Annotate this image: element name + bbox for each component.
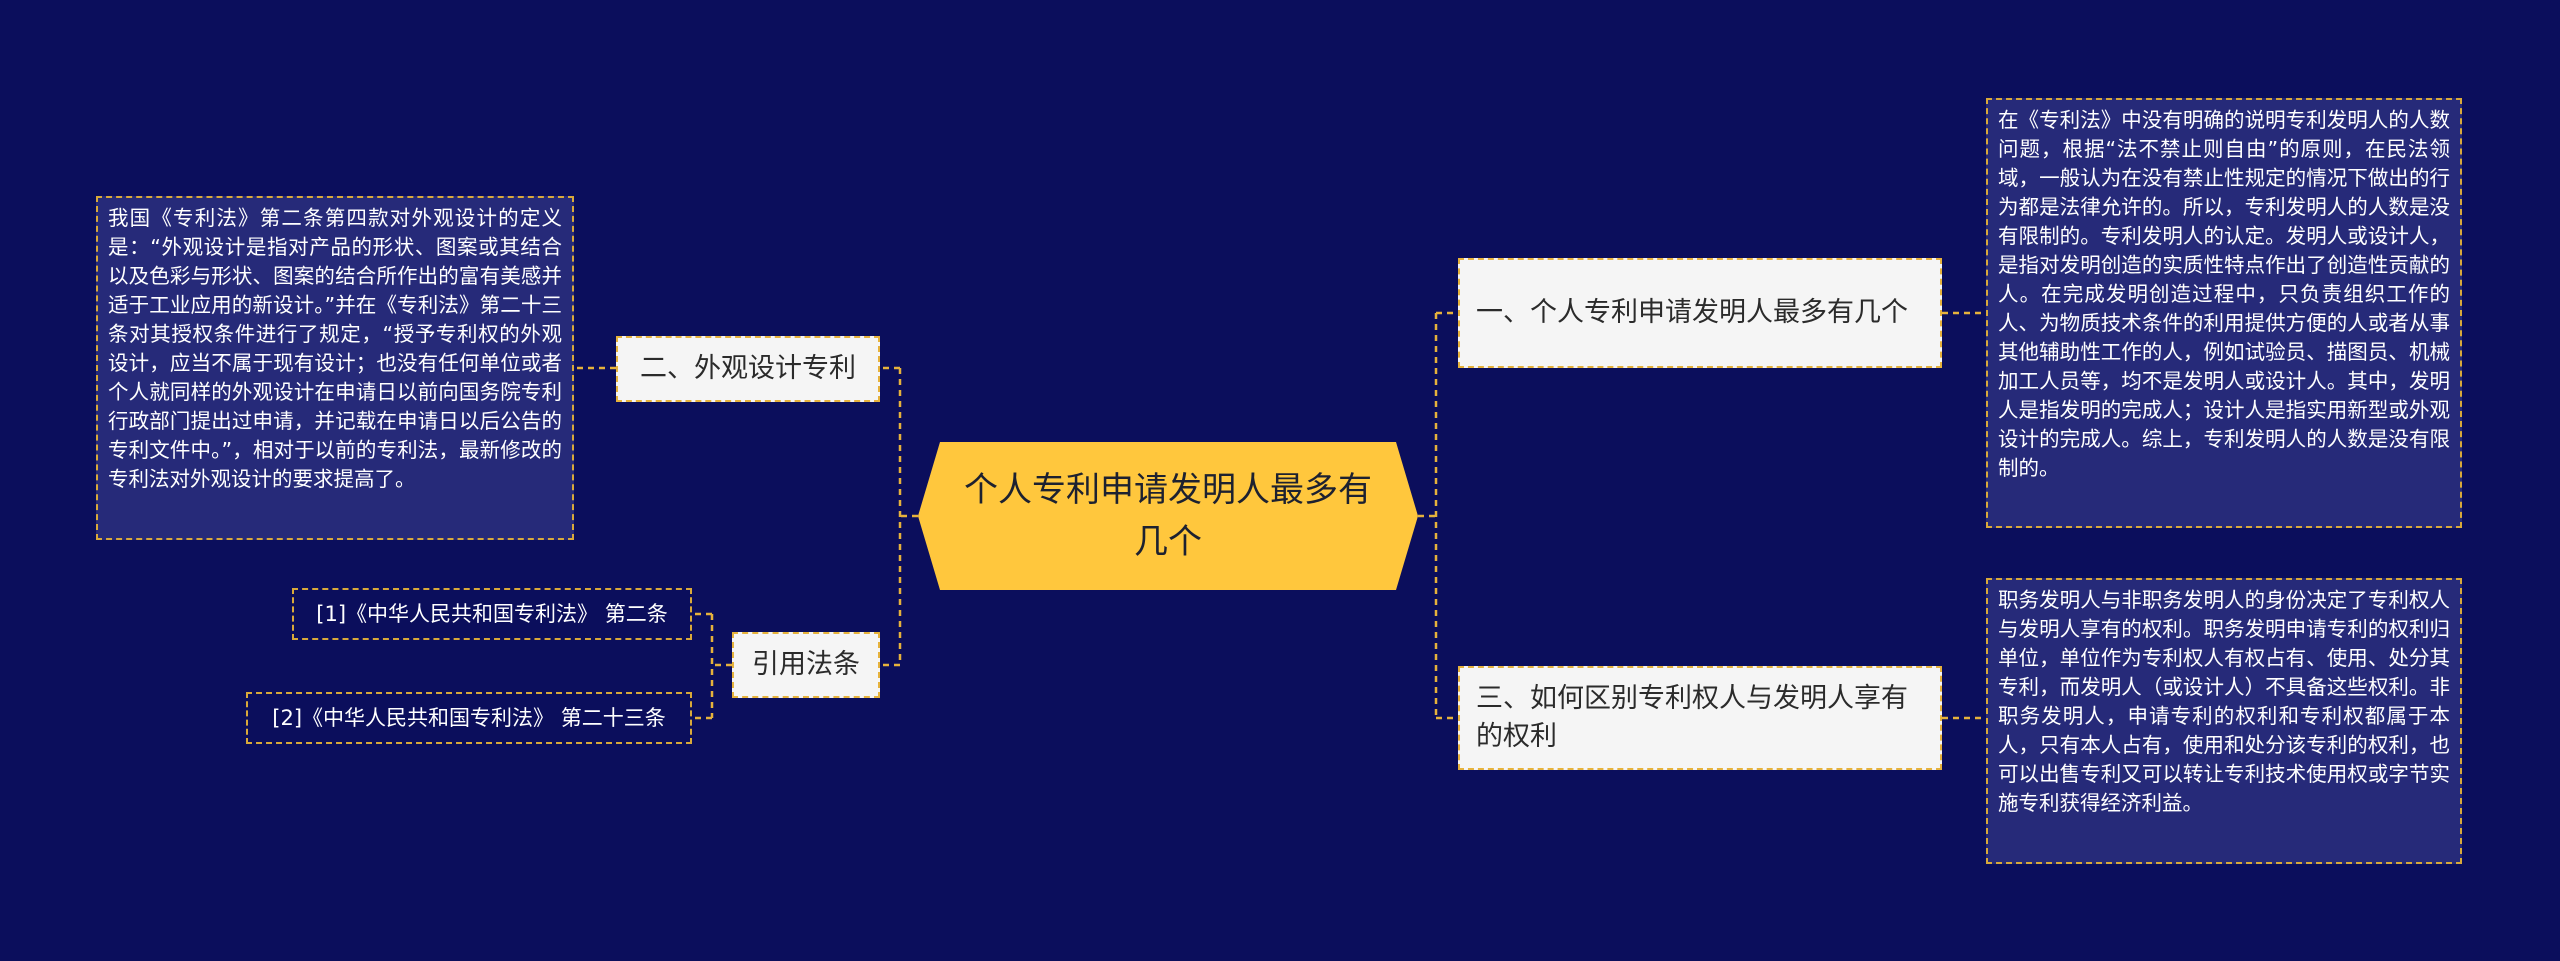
branch-cited-articles[interactable]: 引用法条: [732, 632, 880, 698]
branch-rights-difference[interactable]: 三、如何区别专利权人与发明人享有的权利: [1458, 666, 1942, 770]
branch-cited-articles-title: 引用法条: [752, 649, 860, 680]
ref-item-2[interactable]: [2]《中华人民共和国专利法》 第二十三条: [246, 692, 692, 744]
root-topic[interactable]: 个人专利申请发明人最多有几个: [918, 442, 1418, 590]
note-max-inventors-text: 在《专利法》中没有明确的说明专利发明人的人数问题，根据“法不禁止则自由”的原则，…: [1998, 108, 2450, 480]
branch-max-inventors[interactable]: 一、个人专利申请发明人最多有几个: [1458, 258, 1942, 368]
branch-max-inventors-title: 一、个人专利申请发明人最多有几个: [1476, 297, 1908, 328]
note-max-inventors: 在《专利法》中没有明确的说明专利发明人的人数问题，根据“法不禁止则自由”的原则，…: [1986, 98, 2462, 528]
ref-item-1[interactable]: [1]《中华人民共和国专利法》 第二条: [292, 588, 692, 640]
branch-design-patent-title: 二、外观设计专利: [640, 353, 856, 384]
ref-item-1-text: [1]《中华人民共和国专利法》 第二条: [316, 602, 668, 626]
note-design-patent-text: 我国《专利法》第二条第四款对外观设计的定义是：“外观设计是指对产品的形状、图案或…: [108, 206, 562, 491]
note-rights-difference-text: 职务发明人与非职务发明人的身份决定了专利权人与发明人享有的权利。职务发明申请专利…: [1998, 588, 2450, 815]
branch-design-patent[interactable]: 二、外观设计专利: [616, 336, 880, 402]
branch-rights-difference-title: 三、如何区别专利权人与发明人享有的权利: [1476, 683, 1908, 752]
root-topic-text: 个人专利申请发明人最多有几个: [964, 470, 1372, 562]
note-design-patent: 我国《专利法》第二条第四款对外观设计的定义是：“外观设计是指对产品的形状、图案或…: [96, 196, 574, 540]
note-rights-difference: 职务发明人与非职务发明人的身份决定了专利权人与发明人享有的权利。职务发明申请专利…: [1986, 578, 2462, 864]
ref-item-2-text: [2]《中华人民共和国专利法》 第二十三条: [272, 706, 666, 730]
